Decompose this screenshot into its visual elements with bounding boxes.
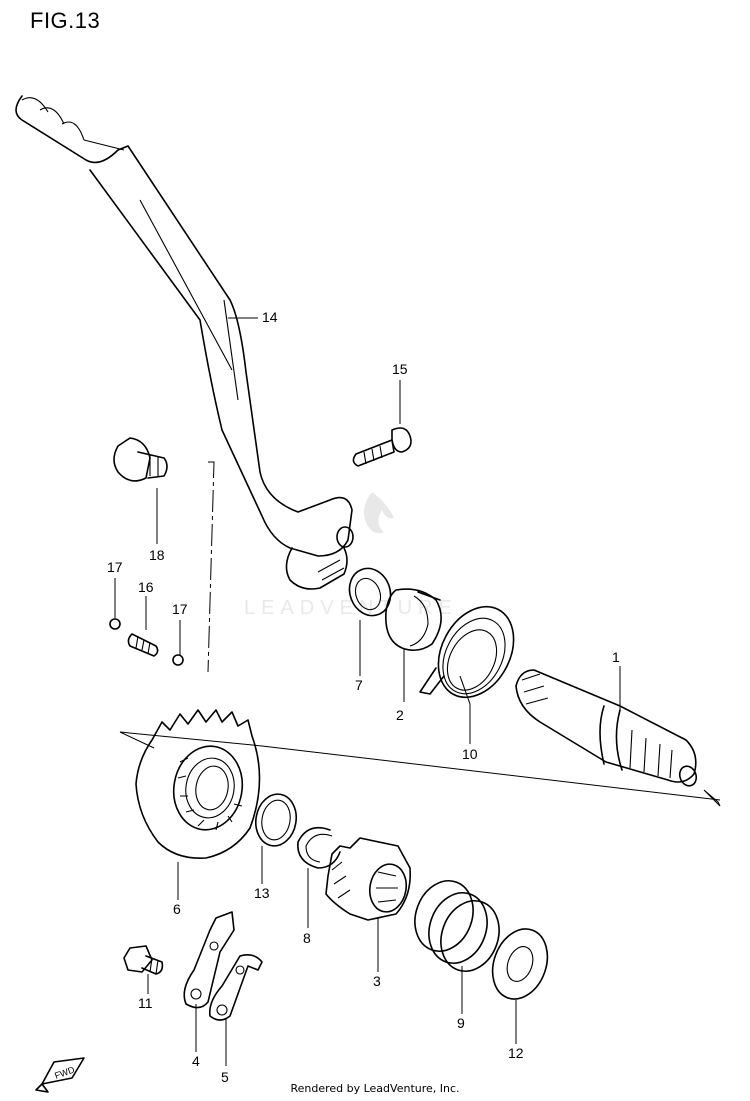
svg-text:LEADVENTURE: LEADVENTURE xyxy=(244,597,458,619)
circlip-drive xyxy=(297,826,341,869)
stopper-bolt xyxy=(123,945,164,975)
bolt xyxy=(352,427,412,467)
thrust-washer xyxy=(348,567,392,617)
render-credit: Rendered by LeadVenture, Inc. xyxy=(290,1082,460,1095)
callout-1: 1 xyxy=(612,649,620,665)
circlip-gear xyxy=(254,793,298,847)
detent-spring xyxy=(127,633,159,657)
kick-drive-gear xyxy=(325,837,412,921)
stopper-plate xyxy=(183,911,235,1009)
callout-7: 7 xyxy=(355,677,363,693)
callout-2: 2 xyxy=(396,707,404,723)
callout-16: 16 xyxy=(138,579,154,595)
spring-guide xyxy=(385,588,442,652)
callout-9: 9 xyxy=(457,1015,465,1031)
callout-18: 18 xyxy=(149,547,165,563)
leader-lines xyxy=(114,317,621,1066)
callout-6: 6 xyxy=(173,901,181,917)
drive-gear-spring xyxy=(414,880,500,972)
figure-title: FIG.13 xyxy=(30,8,101,33)
svg-text:FWD: FWD xyxy=(53,1064,76,1081)
callout-3: 3 xyxy=(373,973,381,989)
spring-washer xyxy=(491,928,549,1000)
callout-17-upper: 17 xyxy=(107,559,123,575)
callout-17-lower: 17 xyxy=(172,601,188,617)
kick-lever xyxy=(15,95,354,590)
stopper-guide xyxy=(208,954,263,1021)
leadventure-watermark: LEADVENTURE xyxy=(244,492,458,619)
callout-10: 10 xyxy=(462,746,478,762)
kick-starter-gear xyxy=(135,709,261,859)
callout-14: 14 xyxy=(262,309,278,325)
callout-5: 5 xyxy=(221,1069,229,1085)
kick-starter-spring xyxy=(419,605,515,705)
detent-ball-lower xyxy=(172,654,184,666)
callout-15: 15 xyxy=(392,361,408,377)
callout-labels: 1 2 3 4 5 6 7 8 9 10 11 12 13 14 15 16 1… xyxy=(107,309,620,1085)
callout-13: 13 xyxy=(254,885,270,901)
detent-ball-upper xyxy=(109,618,121,630)
callout-12: 12 xyxy=(508,1045,524,1061)
callout-4: 4 xyxy=(192,1053,200,1069)
kick-starter-shaft xyxy=(515,669,698,787)
screw xyxy=(113,437,168,482)
callout-8: 8 xyxy=(303,930,311,946)
callout-11: 11 xyxy=(138,995,153,1011)
